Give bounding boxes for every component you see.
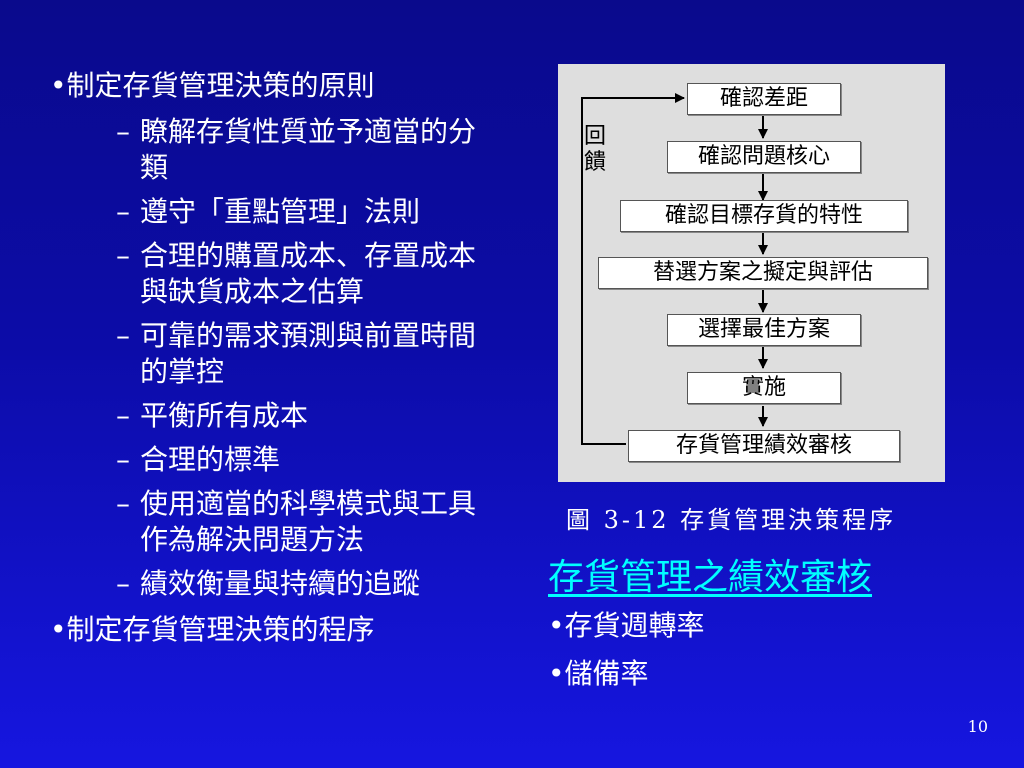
flow-step-confirm-gap: 確認差距 bbox=[687, 83, 841, 115]
sub-item: – 績效衡量與持續的追蹤 bbox=[50, 566, 490, 602]
sub-item: – 可靠的需求預測與前置時間的掌控 bbox=[50, 318, 490, 390]
sub-item-text: 可靠的需求預測與前置時間的掌控 bbox=[140, 319, 477, 388]
flow-step-performance-review: 存貨管理績效審核 bbox=[628, 430, 900, 462]
sub-item-text: 合理的購置成本、存置成本與缺貨成本之估算 bbox=[140, 239, 477, 308]
sub-item-text: 平衡所有成本 bbox=[140, 399, 309, 432]
bullet-principles: •制定存貨管理決策的原則 bbox=[50, 69, 375, 102]
flowchart-figure: 確認差距 確認問題核心 確認目標存貨的特性 替選方案之擬定與評估 選擇最佳方案 … bbox=[558, 64, 945, 482]
sub-item: – 使用適當的科學模式與工具作為解決問題方法 bbox=[50, 486, 490, 558]
section-heading-link[interactable]: 存貨管理之績效審核 bbox=[548, 557, 873, 598]
flow-step-implement: 實施 bbox=[687, 372, 841, 404]
flow-step-core-problem: 確認問題核心 bbox=[667, 141, 861, 173]
dash-marker: – bbox=[116, 567, 130, 600]
dash-marker: – bbox=[116, 319, 130, 352]
sub-item-text: 合理的標準 bbox=[140, 443, 281, 476]
dash-marker: – bbox=[116, 399, 130, 432]
sub-item: – 合理的購置成本、存置成本與缺貨成本之估算 bbox=[50, 238, 490, 310]
feedback-label: 回饋 bbox=[583, 124, 606, 175]
sub-item: – 瞭解存貨性質並予適當的分類 bbox=[50, 114, 490, 186]
sub-item: – 遵守「重點管理」法則 bbox=[50, 194, 490, 230]
right-bullet: •存貨週轉率 bbox=[548, 609, 705, 642]
flow-step-best-plan: 選擇最佳方案 bbox=[667, 314, 861, 346]
dash-marker: – bbox=[116, 443, 130, 476]
right-bullet: •儲備率 bbox=[548, 657, 649, 690]
sub-item-text: 瞭解存貨性質並予適當的分類 bbox=[140, 115, 477, 184]
feedback-loop-line bbox=[581, 93, 685, 445]
dash-marker: – bbox=[116, 115, 130, 148]
dash-marker: – bbox=[116, 195, 130, 228]
flowchart-connectors bbox=[581, 93, 768, 445]
sub-item-text: 遵守「重點管理」法則 bbox=[140, 195, 421, 228]
dash-marker: – bbox=[116, 487, 130, 520]
sub-item-text: 績效衡量與持續的追蹤 bbox=[140, 567, 421, 600]
sub-item: – 平衡所有成本 bbox=[50, 398, 490, 434]
left-bullet-list: •制定存貨管理決策的原則 – 瞭解存貨性質並予適當的分類 – 遵守「重點管理」法… bbox=[50, 66, 490, 650]
figure-caption: 圖 3-12 存貨管理決策程序 bbox=[566, 506, 897, 534]
dash-marker: – bbox=[116, 239, 130, 272]
page-number: 10 bbox=[967, 717, 988, 736]
flow-step-alternatives: 替選方案之擬定與評估 bbox=[598, 257, 928, 289]
sub-item-text: 使用適當的科學模式與工具作為解決問題方法 bbox=[140, 487, 477, 556]
flow-step-inventory-traits: 確認目標存貨的特性 bbox=[620, 200, 908, 232]
sub-item: – 合理的標準 bbox=[50, 442, 490, 478]
bullet-procedure: •制定存貨管理決策的程序 bbox=[50, 613, 375, 646]
